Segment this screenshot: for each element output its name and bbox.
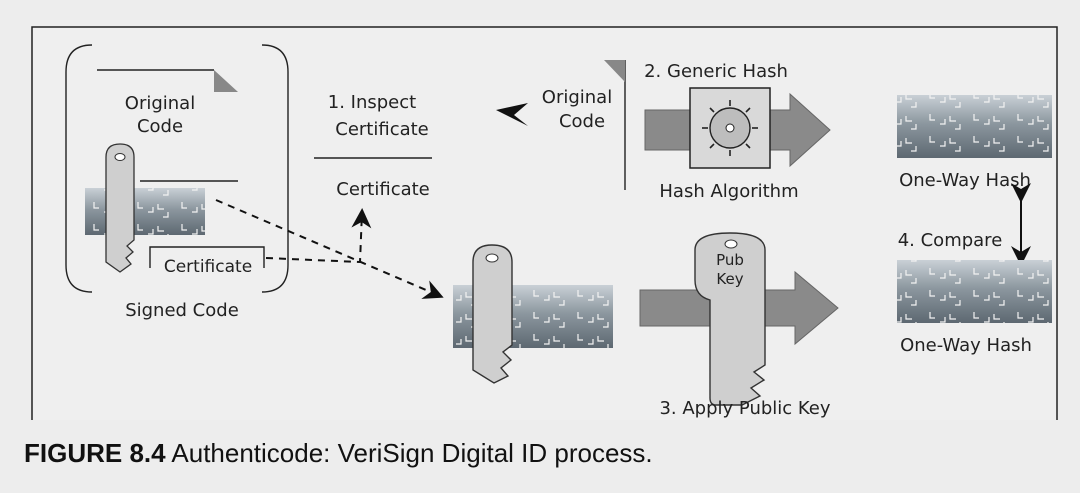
certificate-in-box-label: Certificate [164,257,252,277]
original-code-mid-label-2: Code [559,111,605,132]
certificate-tag [149,246,265,268]
hash-algorithm-label: Hash Algorithm [659,181,798,202]
signed-code-group: Original Code Certificate Signed Code [65,44,289,321]
one-way-hash-bottom-block [897,260,1052,323]
compare-label: 4. Compare [898,230,1003,251]
figure-caption-text: Authenticode: VeriSign Digital ID proces… [171,438,653,468]
figure-caption: FIGURE 8.4 Authenticode: VeriSign Digita… [24,438,653,469]
hash-algorithm-box [689,87,771,169]
generic-hash-label: 2. Generic Hash [644,61,788,82]
inspect-certificate-label-2: Certificate [335,119,429,140]
inspect-certificate-label: 1. Inspect [328,92,416,113]
one-way-hash-top-block [897,95,1052,158]
authenticode-diagram: Original Code Certificate Signed Code 1.… [31,26,1058,420]
apply-public-key-label: 3. Apply Public Key [659,398,830,419]
small-arrowhead-icon [496,103,528,126]
figure-label: FIGURE 8.4 [24,438,166,468]
one-way-hash-top-label: One-Way Hash [899,170,1031,191]
one-way-hash-bottom-label: One-Way Hash [900,335,1032,356]
dashed-code-arrow [215,199,444,299]
signed-code-label: Signed Code [125,300,239,321]
pub-key-label-2: Key [716,270,743,288]
key-icon-large [472,244,513,384]
document-icon [97,69,238,92]
original-code-mid-label: Original [542,87,612,108]
public-key-icon [694,232,766,406]
pub-key-label: Pub [716,251,744,269]
code-block-small [85,188,205,235]
key-icon-small [105,143,135,273]
document-icon-mid [604,60,626,190]
original-code-left-label-2: Code [137,116,183,137]
signed-code-bracket-right [261,44,289,293]
certificate-mid-label: Certificate [336,179,430,200]
original-code-left-label: Original [125,93,195,114]
signed-code-bracket-left [65,44,93,293]
